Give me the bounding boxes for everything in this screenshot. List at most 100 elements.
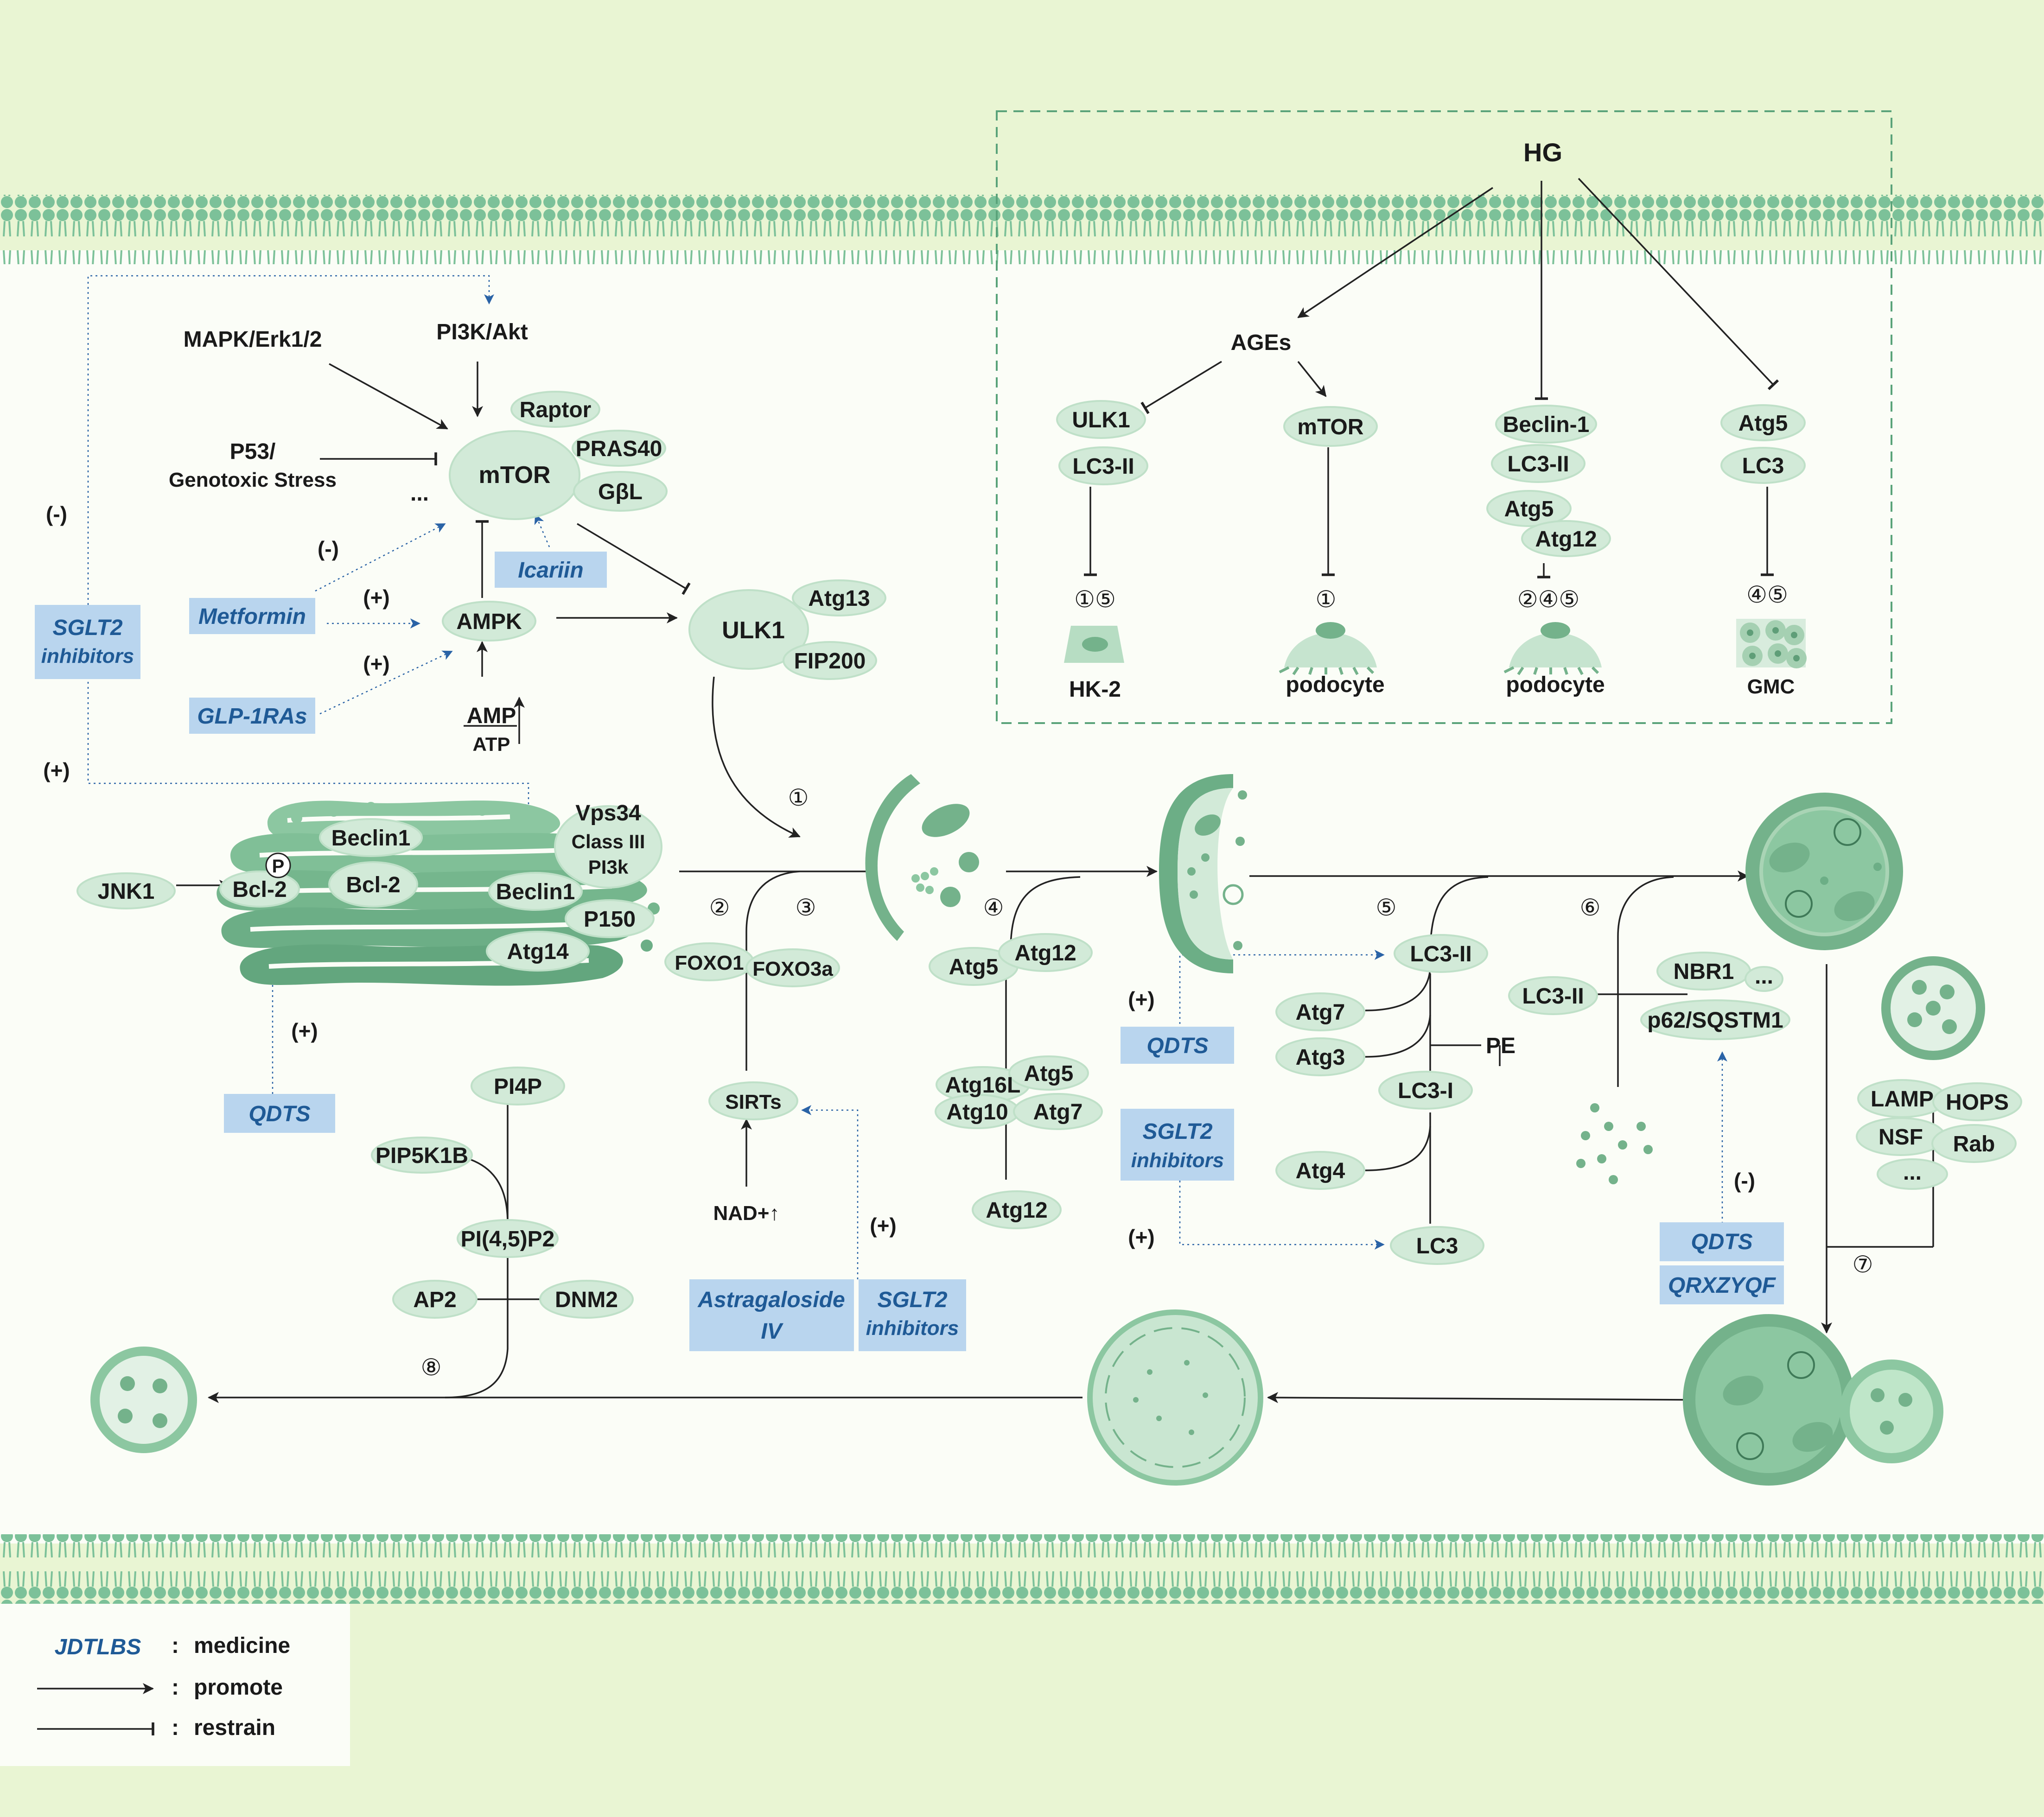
atg13-label: Atg13 [808,586,870,611]
atg12b-label: Atg12 [986,1198,1047,1223]
atg7b-label: Atg7 [1033,1100,1083,1125]
lc3-label: LC3 [1416,1234,1458,1258]
fip200-label: FIP200 [794,649,866,673]
mtor-label: mTOR [478,462,550,489]
atg3-label: Atg3 [1296,1045,1345,1070]
legend-promote: promote [194,1675,283,1700]
beclin1-hg-label: Beclin-1 [1503,413,1590,437]
effect-signs: (-) (+) (-) (+) (+) (+) (+) (+) (+) (-) [43,502,1755,1249]
atg10-label: Atg10 [946,1100,1008,1125]
hk2-steps: ①⑤ [1074,586,1116,612]
foxo1-label: FOXO1 [675,952,744,974]
phosphorylation-mark [265,852,291,878]
forming-autophagosome [1159,774,1247,973]
sign-plus-sglt2-mid: (+) [1128,1225,1155,1249]
step-3: ③ [796,895,816,921]
raptor-label: Raptor [520,398,592,422]
sglt2-mid-label2: inhibitors [866,1317,959,1340]
step-4: ④ [983,895,1004,921]
legend-labels: : medicine : promote : restrain [172,1633,290,1740]
pe-label: PE [1486,1034,1515,1058]
gbl-label: GβL [598,480,643,504]
legend-restrain: restrain [194,1715,275,1740]
vps34-line2: Class III [572,831,645,852]
pip5k1b-label: PIP5K1B [376,1144,468,1168]
pi45p2-label: PI(4,5)P2 [461,1227,555,1252]
atg16l-label: Atg16L [945,1073,1021,1098]
astragaloside-label2: IV [761,1319,783,1344]
medicine-labels: SGLT2 inhibitors Metformin GLP-1RAs Icar… [41,558,1777,1659]
sign-plus-metformin: (+) [363,585,390,610]
p-label: P [272,856,285,877]
sign-plus-astragaloside: (+) [870,1213,897,1238]
qdts-left-label: QDTS [248,1102,310,1126]
vps34-line3: PI3k [588,856,629,878]
podocyte-icon-2 [1503,622,1602,675]
atg12-hg-label: Atg12 [1535,527,1597,552]
icariin-label: Icariin [518,558,583,583]
qdts-right-label: QDTS [1691,1230,1752,1254]
atp-label: ATP [473,733,510,755]
podocyte2-steps: ②④⑤ [1517,586,1579,612]
qrxzyqf-label: QRXZYQF [1668,1273,1777,1298]
step-6: ⑥ [1580,895,1601,921]
atg7-label: Atg7 [1296,1000,1345,1025]
sglt2-right-label2: inhibitors [1131,1149,1224,1172]
atg5b-label: Atg5 [1024,1061,1074,1086]
bcl2a-label: Bcl-2 [232,877,287,902]
nbr1-ellipsis: ... [1755,964,1773,989]
sign-plus-glp1: (+) [363,652,390,676]
dnm2-label: DNM2 [555,1288,618,1312]
step-2: ② [709,895,730,921]
mtor-hg-label: mTOR [1297,415,1363,439]
astragaloside-label1: Astragaloside [697,1288,845,1312]
atg14-label: Atg14 [507,940,569,964]
atg5-label: Atg5 [949,955,999,979]
legend-medicine: medicine [194,1633,290,1658]
step-numbers: ① ② ③ ④ ⑤ ⑥ ⑦ ⑧ ①⑤ ① ②④⑤ ④⑤ [421,582,1873,1380]
lc3ii-hg1-label: LC3-II [1072,454,1134,479]
lc3-hg-label: LC3 [1742,454,1784,478]
p53-label: P53/ [230,439,276,464]
gmc-cells-icon [1736,619,1807,668]
sign-plus-qdts-left: (+) [291,1019,318,1043]
autophagosome [1745,793,1903,950]
pi4p-label: PI4P [494,1074,542,1099]
autolysosome [1683,1314,1943,1486]
phagophore [865,774,979,941]
sirts-label: SIRTs [725,1091,781,1113]
ages-label: AGEs [1231,330,1292,355]
sglt2-right-label1: SGLT2 [1142,1119,1212,1144]
pathway-lines [176,178,1934,1404]
foxo3a-label: FOXO3a [752,958,833,980]
top-membrane [0,195,2044,264]
sign-minus-left: (-) [46,502,67,526]
sglt2-left-label2: inhibitors [41,645,134,667]
legend-medicine-sample: JDTLBS [55,1635,141,1659]
hops-label: HOPS [1946,1090,2009,1115]
sglt2-mid-label1: SGLT2 [877,1288,947,1312]
amp-label: AMP [467,704,516,728]
podocyte-icon-1 [1279,622,1377,675]
pi3k-label: PI3K/Akt [436,320,528,344]
ap2-label: AP2 [413,1288,456,1312]
atg5-hg1-label: Atg5 [1504,497,1554,521]
protein-nodes [76,391,2022,1319]
bottom-membrane [0,1534,2044,1604]
nsf-label: NSF [1878,1125,1923,1150]
gmc-steps: ④⑤ [1746,582,1788,608]
atg4-label: Atg4 [1296,1159,1345,1183]
lc3ii-label: LC3-II [1410,942,1471,966]
hg-dashed-box [996,110,1892,724]
lc3ii-b-label: LC3-II [1522,984,1584,1009]
rab-label: Rab [1953,1132,1995,1156]
mtor-ellipsis: ... [410,481,429,506]
sign-plus-qdts-mid: (+) [1128,987,1155,1011]
ulk1-label: ULK1 [722,617,785,644]
vps34-line1: Vps34 [575,801,641,826]
step-1: ① [788,785,809,811]
degraded-debris [1576,1103,1653,1184]
qdts-mid-label: QDTS [1146,1034,1208,1058]
